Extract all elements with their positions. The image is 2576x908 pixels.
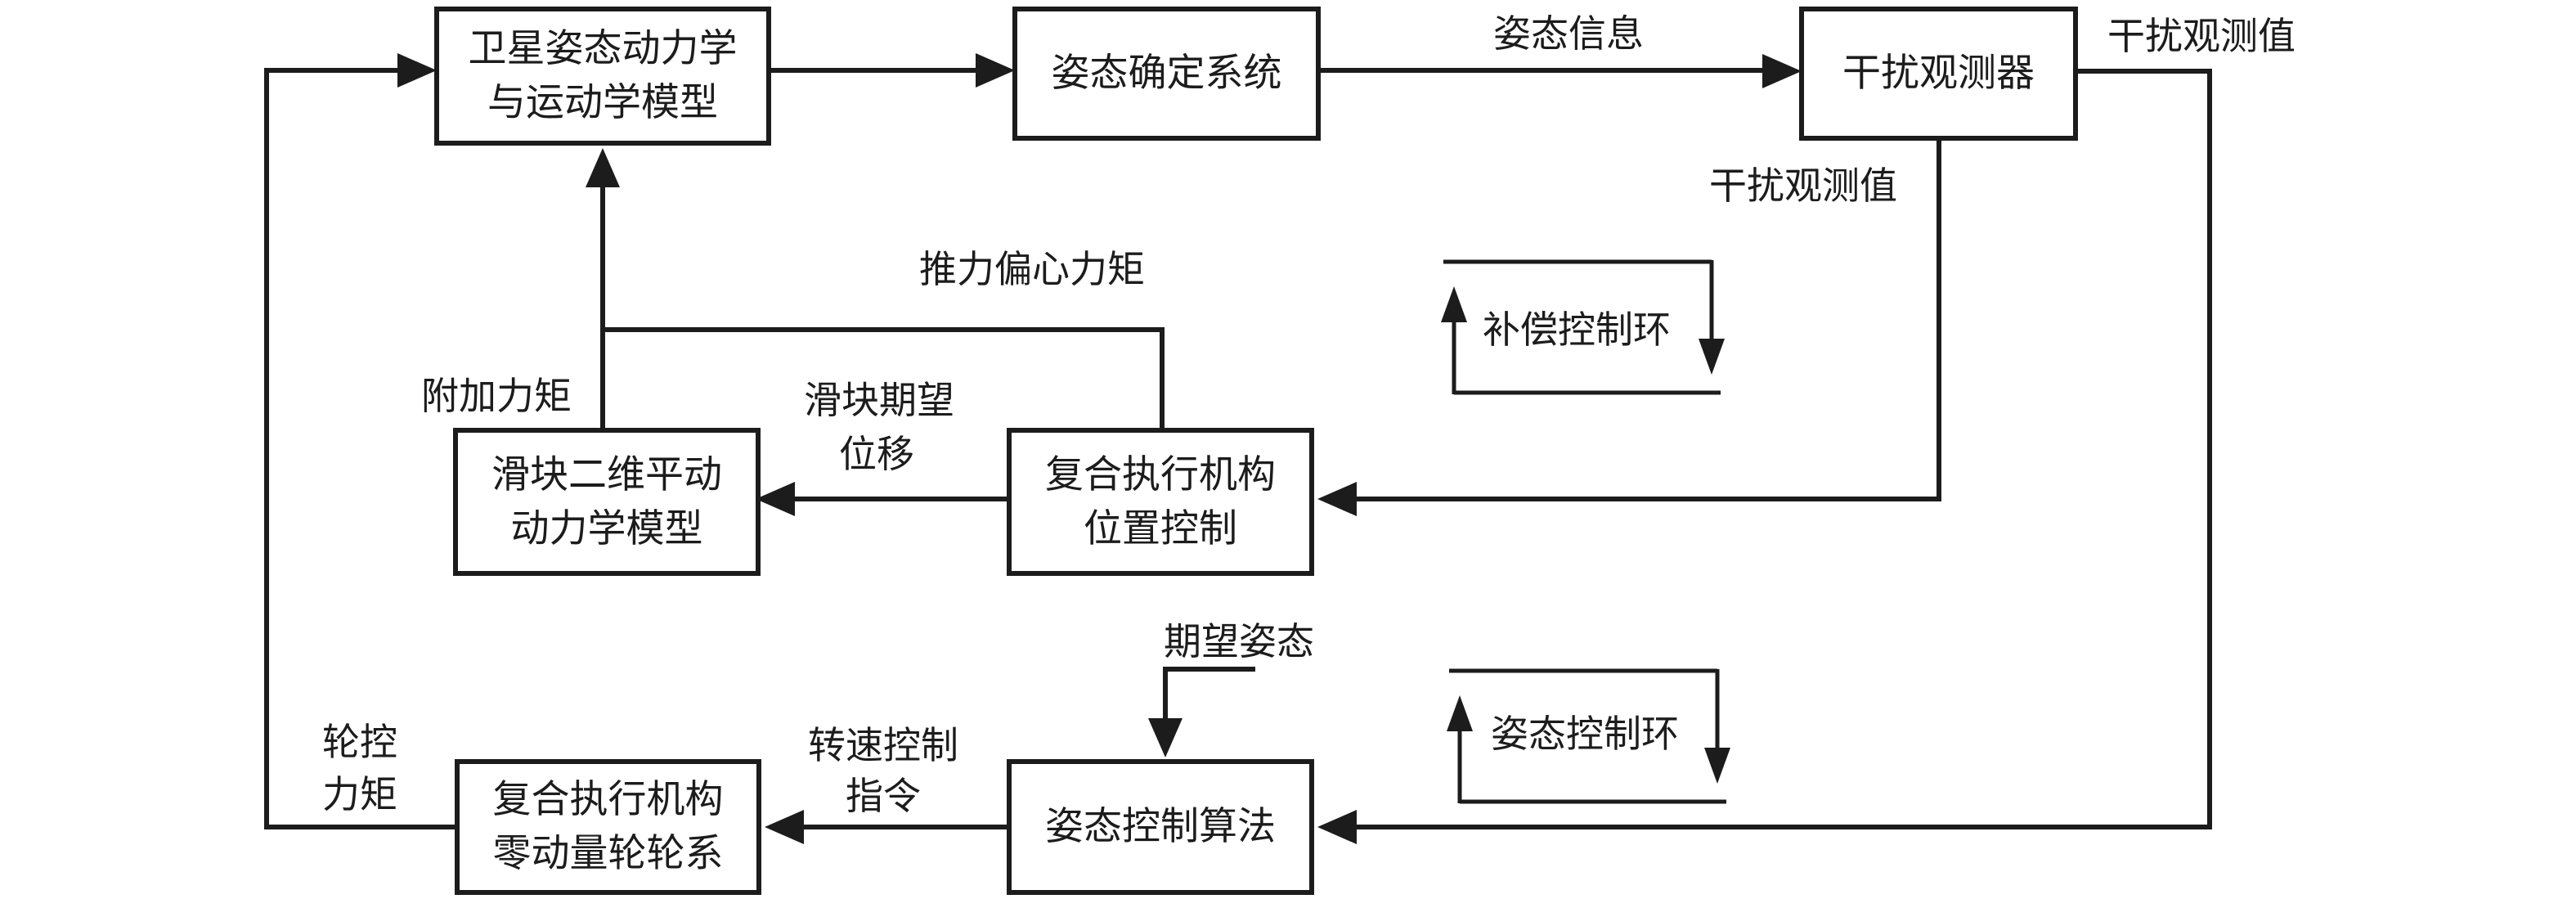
box-slider-translation-dynamics-line2: 动力学模型 bbox=[510, 507, 703, 551]
box-zero-momentum-wheel-train-line2: 零动量轮轮系 bbox=[492, 833, 724, 875]
box-satellite-dynamics: 卫星姿态动力学 与运动学模型 bbox=[434, 7, 771, 146]
label-wheel-torque-line2: 力矩 bbox=[322, 774, 397, 816]
box-actuator-position-control-line2: 位置控制 bbox=[1084, 507, 1237, 551]
arrowhead-into-control-algorithm-top bbox=[1148, 718, 1183, 757]
box-satellite-dynamics-line1: 卫星姿态动力学 bbox=[468, 28, 738, 70]
arrowhead-into-wheel-train bbox=[765, 810, 804, 844]
label-desired-attitude: 期望姿态 bbox=[1164, 621, 1314, 663]
compensation-loop-up-arrow bbox=[1441, 286, 1467, 322]
box-slider-translation-dynamics: 滑块二维平动 动力学模型 bbox=[453, 428, 761, 576]
label-slider-desired-displacement-line2: 位移 bbox=[839, 434, 914, 475]
arrowhead-into-position-control-right bbox=[1317, 482, 1357, 516]
label-wheel-torque-line1: 轮控 bbox=[322, 721, 397, 763]
label-additional-torque: 附加力矩 bbox=[421, 375, 572, 417]
label-attitude-loop: 姿态控制环 bbox=[1491, 713, 1679, 755]
box-disturbance-observer: 干扰观测器 bbox=[1799, 7, 2078, 141]
box-actuator-position-control: 复合执行机构 位置控制 bbox=[1007, 428, 1314, 576]
box-zero-momentum-wheel-train-line1: 复合执行机构 bbox=[492, 779, 724, 821]
label-disturbance-estimate-mid: 干扰观测值 bbox=[1709, 165, 1897, 207]
arrowhead-into-attitude-determination bbox=[976, 53, 1015, 88]
attitude-loop-up-arrow bbox=[1447, 695, 1473, 731]
box-slider-translation-dynamics-line1: 滑块二维平动 bbox=[491, 453, 722, 497]
label-compensation-loop: 补偿控制环 bbox=[1483, 309, 1671, 351]
box-satellite-dynamics-line2: 与运动学模型 bbox=[487, 82, 718, 124]
label-speed-command-line1: 转速控制 bbox=[808, 725, 958, 766]
compensation-loop-down-arrow bbox=[1699, 339, 1725, 375]
arrowhead-into-slider-dynamics bbox=[756, 482, 795, 516]
box-attitude-control-algorithm-line1: 姿态控制算法 bbox=[1045, 806, 1276, 848]
arrowhead-into-disturbance-observer bbox=[1762, 54, 1802, 88]
box-disturbance-observer-line1: 干扰观测器 bbox=[1842, 52, 2035, 95]
box-actuator-position-control-line1: 复合执行机构 bbox=[1045, 453, 1276, 497]
arrowhead-into-control-algorithm-right bbox=[1317, 810, 1357, 844]
label-speed-command-line2: 指令 bbox=[846, 775, 921, 817]
box-zero-momentum-wheel-train: 复合执行机构 零动量轮轮系 bbox=[455, 759, 761, 895]
box-attitude-control-algorithm: 姿态控制算法 bbox=[1007, 759, 1314, 895]
box-attitude-determination-line1: 姿态确定系统 bbox=[1051, 52, 1282, 95]
label-disturbance-estimate-top-right: 干扰观测值 bbox=[2107, 16, 2296, 57]
label-attitude-info: 姿态信息 bbox=[1493, 13, 1644, 55]
label-slider-desired-displacement-line1: 滑块期望 bbox=[804, 380, 954, 421]
arrowhead-into-satellite-dynamics-bottom bbox=[586, 148, 620, 187]
arrowhead-into-satellite-dynamics-left bbox=[397, 53, 437, 88]
attitude-loop-down-arrow bbox=[1704, 748, 1730, 784]
label-thrust-eccentricity-torque: 推力偏心力矩 bbox=[919, 249, 1145, 290]
box-attitude-determination: 姿态确定系统 bbox=[1012, 7, 1321, 141]
